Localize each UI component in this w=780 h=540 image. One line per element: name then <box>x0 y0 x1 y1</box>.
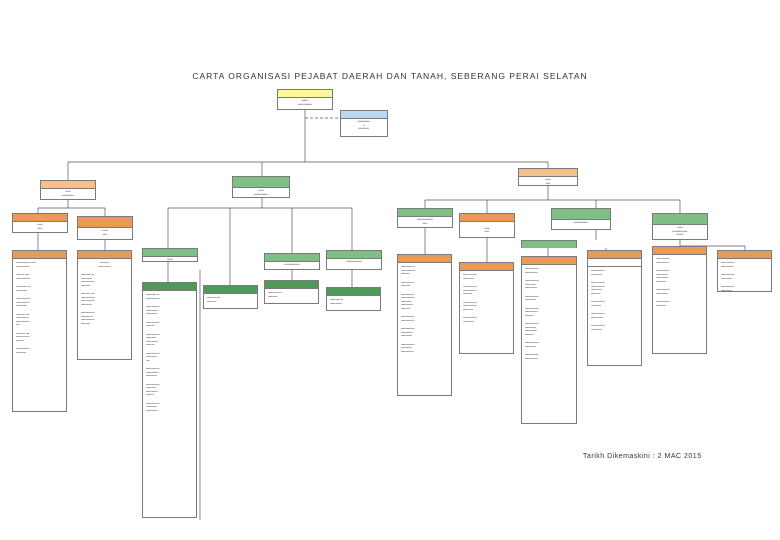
last-updated-date: Tarikh Dikemaskini : 2 MAC 2015 <box>583 453 702 460</box>
unit-head-right-2: ▪▪▪▪▪▪▪▪▪▪▪ <box>459 213 515 238</box>
assistant-officer-left-header <box>41 181 95 189</box>
secretary-text: ▪▪▪▪▪▪▪▪▪▪▪▪▪▪▪▪▪▪▪▪▪▪▪▪▪▪▪▪ <box>357 120 371 131</box>
staff-list-right-1: ▪▪▪▪▪▪▪▪▪▪▪▪▪▪▪▪▪▪▪▪▪▪▪▪▪▪▪▪▪▪▪▪▪▪▪▪▪▪▪▪… <box>397 254 452 396</box>
staff-list-middle-3: ▪▪▪▪▪▪▪▪▪▪▪▪ ▪▪▪▪▪▪▪▪▪▪▪▪▪▪ <box>264 280 319 304</box>
unit-head-left-1: ▪▪▪▪▪▪▪▪▪▪▪ <box>12 213 68 233</box>
unit-head-right-3: ▪▪▪▪▪▪▪▪▪▪▪▪▪▪▪▪ <box>551 208 611 230</box>
staff-list-right-5: ▪▪▪▪▪▪▪▪▪▪▪▪▪▪▪▪▪▪▪▪▪▪▪▪▪▪▪▪▪▪▪ ▪▪▪▪▪▪▪▪… <box>652 246 707 354</box>
district-officer-header <box>278 90 332 98</box>
assistant-officer-left-box: ▪▪▪▪▪▪▪▪▪▪▪▪▪▪▪▪▪▪▪ <box>40 180 96 200</box>
assistant-officer-right-header <box>519 169 577 177</box>
staff-list-middle-2: ▪▪▪▪▪▪▪▪▪▪▪▪ ▪▪▪▪▪▪▪▪▪▪▪▪▪▪ <box>203 285 258 309</box>
chart-title: CARTA ORGANISASI PEJABAT DAERAH DAN TANA… <box>192 71 588 81</box>
staff-list-right-2: ▪▪▪▪▪▪▪▪▪▪▪▪▪▪▪▪▪▪▪▪▪▪▪▪▪▪▪▪▪ ▪▪▪▪▪▪▪▪▪▪… <box>459 262 514 354</box>
staff-list-left-2: ▪▪▪▪▪▪▪▪▪▪▪▪▪▪▪▪▪▪▪▪▪▪▪▪▪▪ ▪▪▪▪▪▪▪▪▪▪▪▪ … <box>77 250 132 360</box>
staff-list-right-6: ▪▪▪▪▪▪▪▪▪▪▪▪▪▪▪▪▪▪▪▪▪▪▪▪▪▪▪▪▪▪▪ ▪▪▪▪▪▪▪▪… <box>717 250 772 292</box>
secretary-header <box>341 111 387 119</box>
unit-head-left-2: ▪▪▪▪▪▪▪▪▪▪▪ <box>77 216 133 240</box>
unit-head-middle-2: ▪▪▪▪▪▪▪▪▪▪▪▪▪▪▪▪▪ <box>264 253 320 270</box>
unit-head-right-1: ▪▪▪▪▪▪▪▪▪▪▪▪▪▪▪▪▪▪▪▪▪▪▪ <box>397 208 453 228</box>
assistant-officer-right-box: ▪▪▪▪▪▪▪▪▪▪▪ <box>518 168 578 186</box>
unit-head-right-4: ▪▪▪▪▪▪▪▪▪▪▪▪▪▪▪▪▪▪▪▪▪▪▪▪▪▪▪▪▪▪▪ <box>652 213 708 240</box>
assistant-officer-middle-box: ▪▪▪▪▪▪▪▪▪▪▪▪▪▪▪▪▪▪▪▪▪▪ <box>232 176 290 198</box>
sub-head-right-3 <box>521 240 577 248</box>
staff-list-left-1: ▪▪▪▪▪▪▪▪▪▪▪▪▪▪▪▪▪ ▪▪▪▪▪▪▪▪▪▪▪▪▪▪▪▪▪▪▪▪▪▪… <box>12 250 67 412</box>
secretary-box: ▪▪▪▪▪▪▪▪▪▪▪▪▪▪▪▪▪▪▪▪▪▪▪▪▪▪▪▪ <box>340 110 388 137</box>
staff-list-middle-4: ▪▪▪▪▪▪▪▪▪▪▪▪ ▪▪▪▪▪▪▪▪▪▪▪▪▪▪▪▪▪ <box>326 287 381 311</box>
staff-list-middle-1: ▪▪▪▪▪▪▪▪▪▪▪▪ ▪▪▪▪▪▪▪▪▪▪▪▪▪▪▪▪▪▪▪ ▪▪▪▪▪▪▪… <box>142 282 197 518</box>
staff-list-right-3: ▪▪▪▪▪▪▪▪▪▪▪▪▪▪▪▪▪▪▪▪▪▪▪▪▪▪▪▪▪▪▪ ▪▪▪▪▪▪▪▪… <box>521 256 577 424</box>
staff-list-right-4: ▪▪▪▪▪▪▪▪▪▪▪▪▪▪▪▪▪▪▪▪▪▪▪▪▪▪▪▪▪ ▪▪▪▪▪▪▪▪▪▪… <box>587 250 642 366</box>
assistant-officer-middle-header <box>233 177 289 188</box>
district-officer-text: ▪▪▪▪▪▪▪▪▪▪▪▪▪▪▪▪▪▪▪▪▪▪▪ <box>297 99 313 106</box>
district-officer-box: ▪▪▪▪▪▪▪▪▪▪▪▪▪▪▪▪▪▪▪▪▪▪▪ <box>277 89 333 110</box>
unit-head-middle-1: ▪▪▪▪▪▪ <box>142 248 198 262</box>
unit-head-middle-3: ▪▪▪▪▪▪▪▪▪▪▪▪▪▪▪▪▪▪ <box>326 250 382 270</box>
